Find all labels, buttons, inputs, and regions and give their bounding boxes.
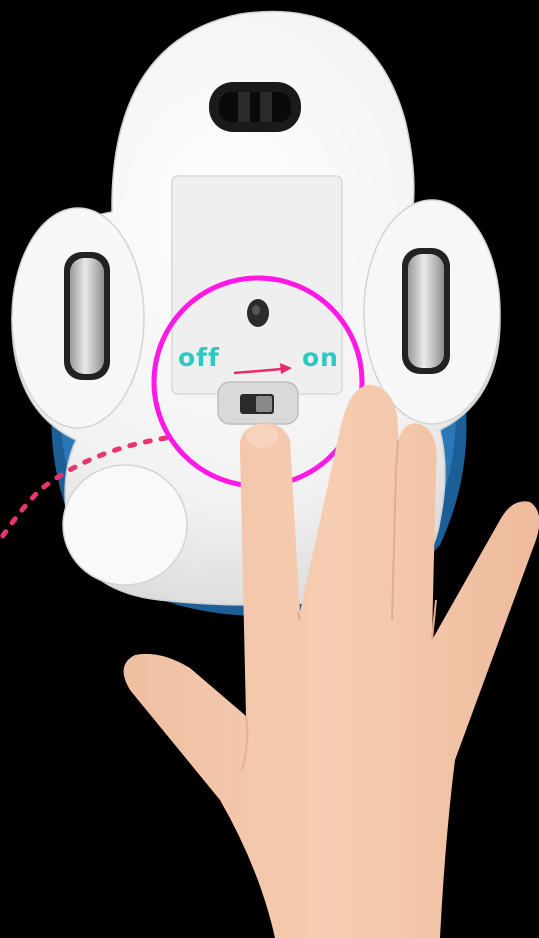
hand [123, 384, 539, 938]
right-wheel [402, 248, 450, 374]
power-switch[interactable] [217, 381, 299, 425]
direction-arrow [233, 363, 292, 375]
screw-hole [247, 299, 269, 327]
left-wheel [64, 252, 110, 380]
top-slot [209, 82, 301, 132]
on-label: on [302, 343, 339, 372]
dotted-pointer-line [0, 435, 169, 543]
off-label: off [178, 343, 220, 372]
